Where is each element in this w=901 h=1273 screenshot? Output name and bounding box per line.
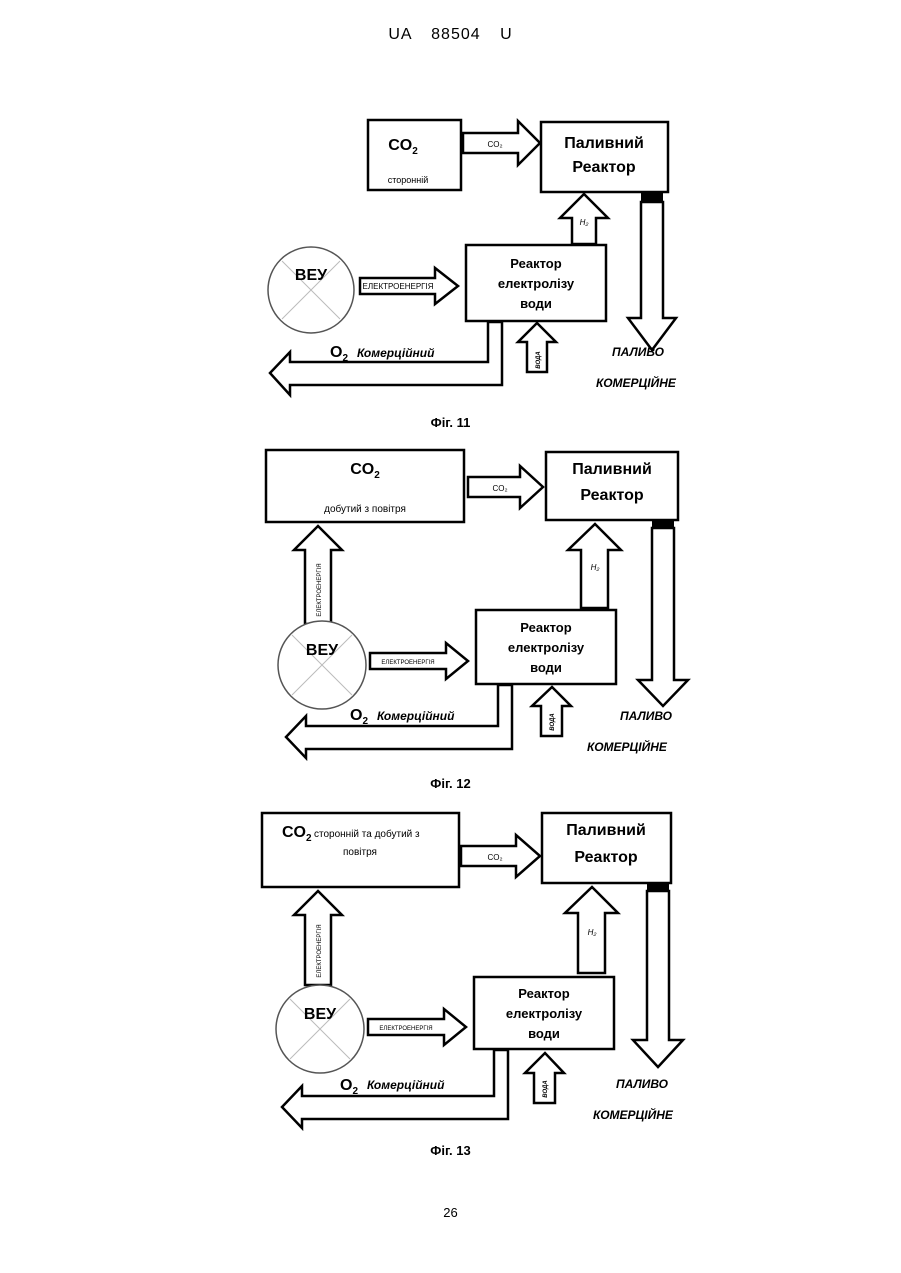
o2-text: Комерційний [357, 346, 435, 360]
fuel-line1: ПАЛИВО [620, 709, 673, 723]
fuel-output-marker [641, 192, 663, 202]
o2-label: O2 [350, 707, 368, 727]
co2-text: сторонній [388, 175, 429, 185]
water-label: ВОДА [550, 713, 556, 730]
figure-13-caption: Фіг. 13 [0, 1143, 901, 1158]
patent-header: UA 88504 U [0, 26, 901, 44]
fuel-line1: ПАЛИВО [612, 345, 665, 359]
fuel-line2: КОМЕРЦІЙНЕ [593, 1106, 674, 1122]
electrolysis-line3: води [520, 296, 552, 311]
figure-13-diagram: CO2 сторонній та добутий з повітря CO₂ П… [0, 805, 901, 1135]
fuel-output-arrow [628, 202, 676, 350]
fuel-reactor-line1: Паливний [564, 135, 644, 152]
electrolysis-line1: Реактор [520, 620, 571, 635]
fuel-reactor-line1: Паливний [572, 461, 652, 478]
h2-label: H₂ [588, 928, 597, 937]
h2-label: H₂ [591, 563, 600, 572]
figure-11-caption: Фіг. 11 [0, 415, 901, 430]
fuel-reactor-line2: Реактор [572, 159, 635, 176]
electrolysis-line2: електролізу [498, 276, 575, 291]
co2-arrow-label: CO₂ [492, 484, 507, 493]
electrolysis-line2: електролізу [506, 1006, 583, 1021]
o2-text: Комерційний [377, 709, 455, 723]
electrolysis-line2: електролізу [508, 640, 585, 655]
fuel-reactor-line2: Реактор [580, 487, 643, 504]
electricity-up-label: ЕЛЕКТРОЕНЕРГІЯ [317, 924, 323, 977]
fuel-reactor-box [541, 122, 668, 192]
figure-11-diagram: CO2 сторонній CO₂ Паливний Реактор H₂ Ре… [0, 110, 901, 410]
fuel-line2: КОМЕРЦІЙНЕ [587, 738, 668, 754]
co2-text2: повітря [343, 847, 377, 858]
co2-text: добутий з повітря [324, 503, 406, 515]
fuel-output-arrow [638, 528, 688, 706]
figure-12-diagram: CO2 добутий з повітря CO₂ Паливний Реакт… [0, 440, 901, 770]
electrolysis-line1: Реактор [518, 986, 569, 1001]
veu-label: ВЕУ [295, 267, 328, 284]
electricity-label: ЕЛЕКТРОЕНЕРГІЯ [363, 282, 434, 291]
water-label: ВОДА [543, 1080, 549, 1097]
fuel-reactor-line1: Паливний [566, 822, 646, 839]
electricity-up-label: ЕЛЕКТРОЕНЕРГІЯ [317, 563, 323, 616]
water-label: ВОДА [536, 351, 542, 368]
fuel-line1: ПАЛИВО [616, 1077, 669, 1091]
veu-label: ВЕУ [306, 642, 339, 659]
page-number: 26 [0, 1205, 901, 1220]
electrolysis-line1: Реактор [510, 256, 561, 271]
h2-label: H₂ [580, 218, 589, 227]
electricity-label: ЕЛЕКТРОЕНЕРГІЯ [381, 660, 434, 666]
electrolysis-line3: води [528, 1026, 560, 1041]
co2-arrow-label: CO₂ [487, 140, 502, 149]
fuel-output-arrow [633, 891, 683, 1067]
co2-text: сторонній та добутий з [314, 828, 420, 840]
o2-text: Комерційний [367, 1078, 445, 1092]
co2-arrow-label: CO₂ [487, 853, 502, 862]
fuel-line2: КОМЕРЦІЙНЕ [596, 374, 677, 390]
figure-12-caption: Фіг. 12 [0, 776, 901, 791]
veu-label: ВЕУ [304, 1006, 337, 1023]
fuel-reactor-line2: Реактор [574, 849, 637, 866]
o2-label: O2 [340, 1077, 358, 1097]
electricity-label: ЕЛЕКТРОЕНЕРГІЯ [379, 1026, 432, 1032]
electrolysis-line3: води [530, 660, 562, 675]
